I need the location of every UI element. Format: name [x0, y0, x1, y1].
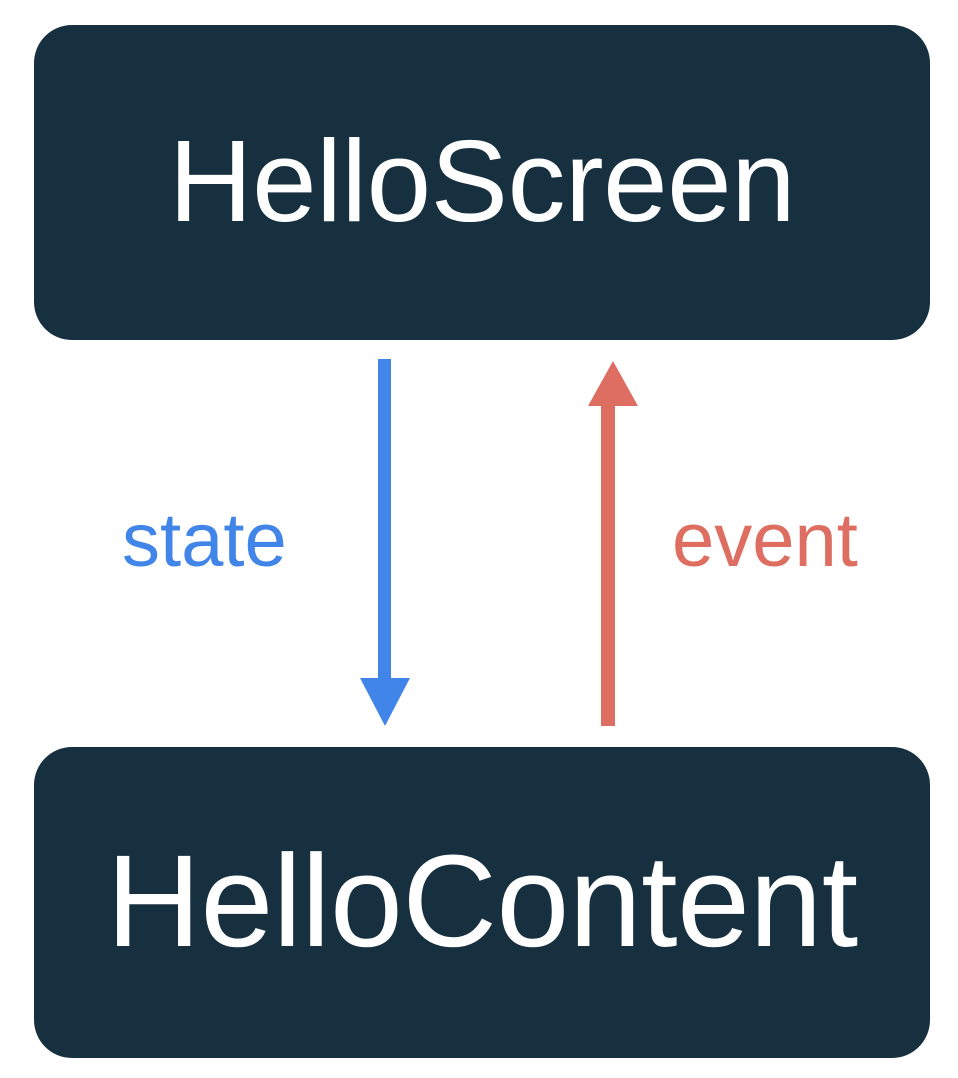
node-hello-screen-label: HelloScreen — [168, 115, 796, 246]
node-hello-content-label: HelloContent — [106, 827, 858, 974]
node-hello-screen[interactable]: HelloScreen — [34, 25, 930, 340]
node-hello-content[interactable]: HelloContent — [34, 747, 930, 1058]
edge-label-state: state — [122, 498, 287, 583]
state-arrow-head — [360, 678, 410, 726]
state-arrow — [360, 359, 410, 726]
event-arrow-shaft — [601, 404, 615, 726]
state-arrow-shaft — [378, 359, 391, 681]
event-arrow-head — [588, 361, 638, 406]
event-arrow — [588, 361, 638, 726]
edge-label-event: event — [672, 498, 858, 583]
